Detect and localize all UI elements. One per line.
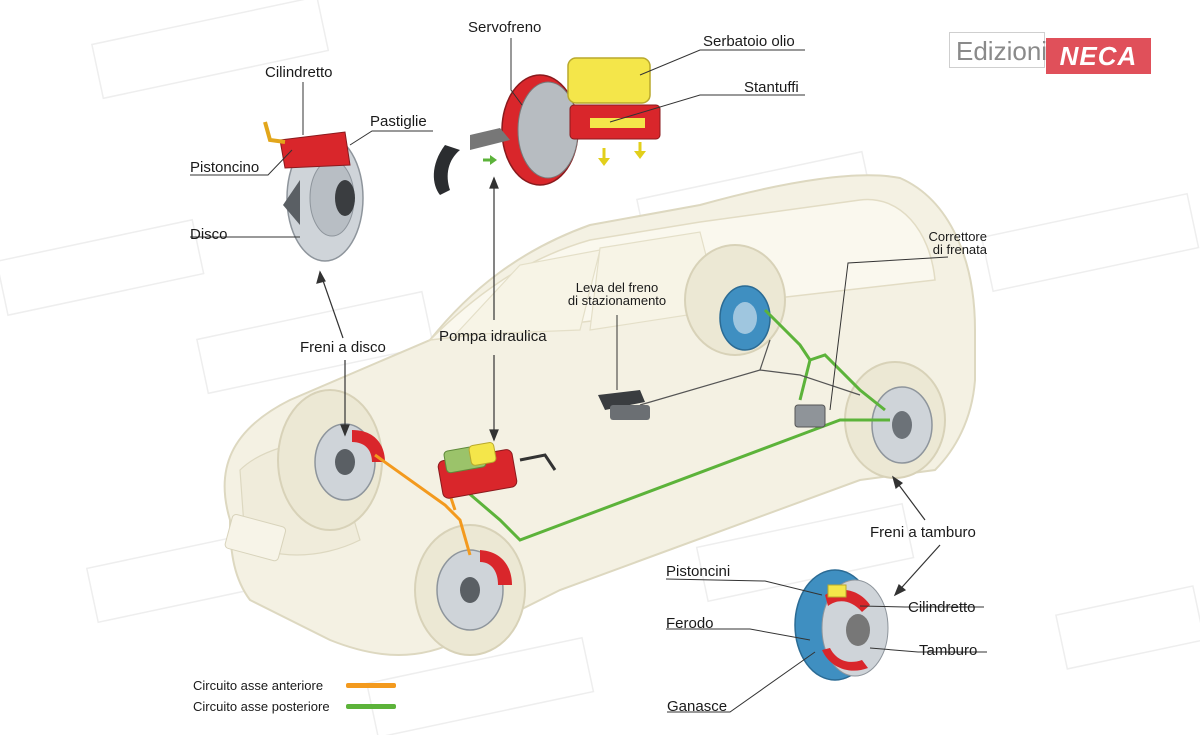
label-servofreno: Servofreno [468,20,541,35]
legend-front-label: Circuito asse anteriore [193,678,323,693]
label-pistoncini: Pistoncini [666,564,730,579]
label-pistoncino: Pistoncino [190,160,259,175]
label-cilindretto-bottom: Cilindretto [908,600,976,615]
logo-neca-text: NECA [1046,38,1151,74]
label-pompa-idraulica: Pompa idraulica [439,329,547,344]
label-ganasce: Ganasce [667,699,727,714]
legend-front-swatch [346,683,396,688]
label-leva-freno-line2: di stazionamento [568,293,666,308]
legend-rear-swatch [346,704,396,709]
label-ferodo: Ferodo [666,616,714,631]
label-correttore-di-frenata: Correttore di frenata [920,230,987,256]
label-stantuffi: Stantuffi [744,80,799,95]
label-disco: Disco [190,227,228,242]
logo-edizioni-text: Edizioni [949,32,1045,68]
servo-master-cylinder-detail [434,58,660,195]
legend-rear-label: Circuito asse posteriore [193,699,330,714]
label-tamburo: Tamburo [919,643,977,658]
edizioni-neca-logo: Edizioni NECA [949,32,1151,74]
label-freni-a-disco: Freni a disco [300,340,386,355]
label-correttore-line2: di frenata [933,242,987,257]
label-serbatoio-olio: Serbatoio olio [703,34,795,49]
label-leva-freno: Leva del freno di stazionamento [562,281,672,307]
brake-corrector [795,405,825,427]
disc-brake-detail [265,122,363,261]
label-cilindretto-top: Cilindretto [265,65,333,80]
label-freni-a-tamburo: Freni a tamburo [870,525,976,540]
drum-brake-detail [795,570,888,680]
label-pastiglie: Pastiglie [370,114,427,129]
